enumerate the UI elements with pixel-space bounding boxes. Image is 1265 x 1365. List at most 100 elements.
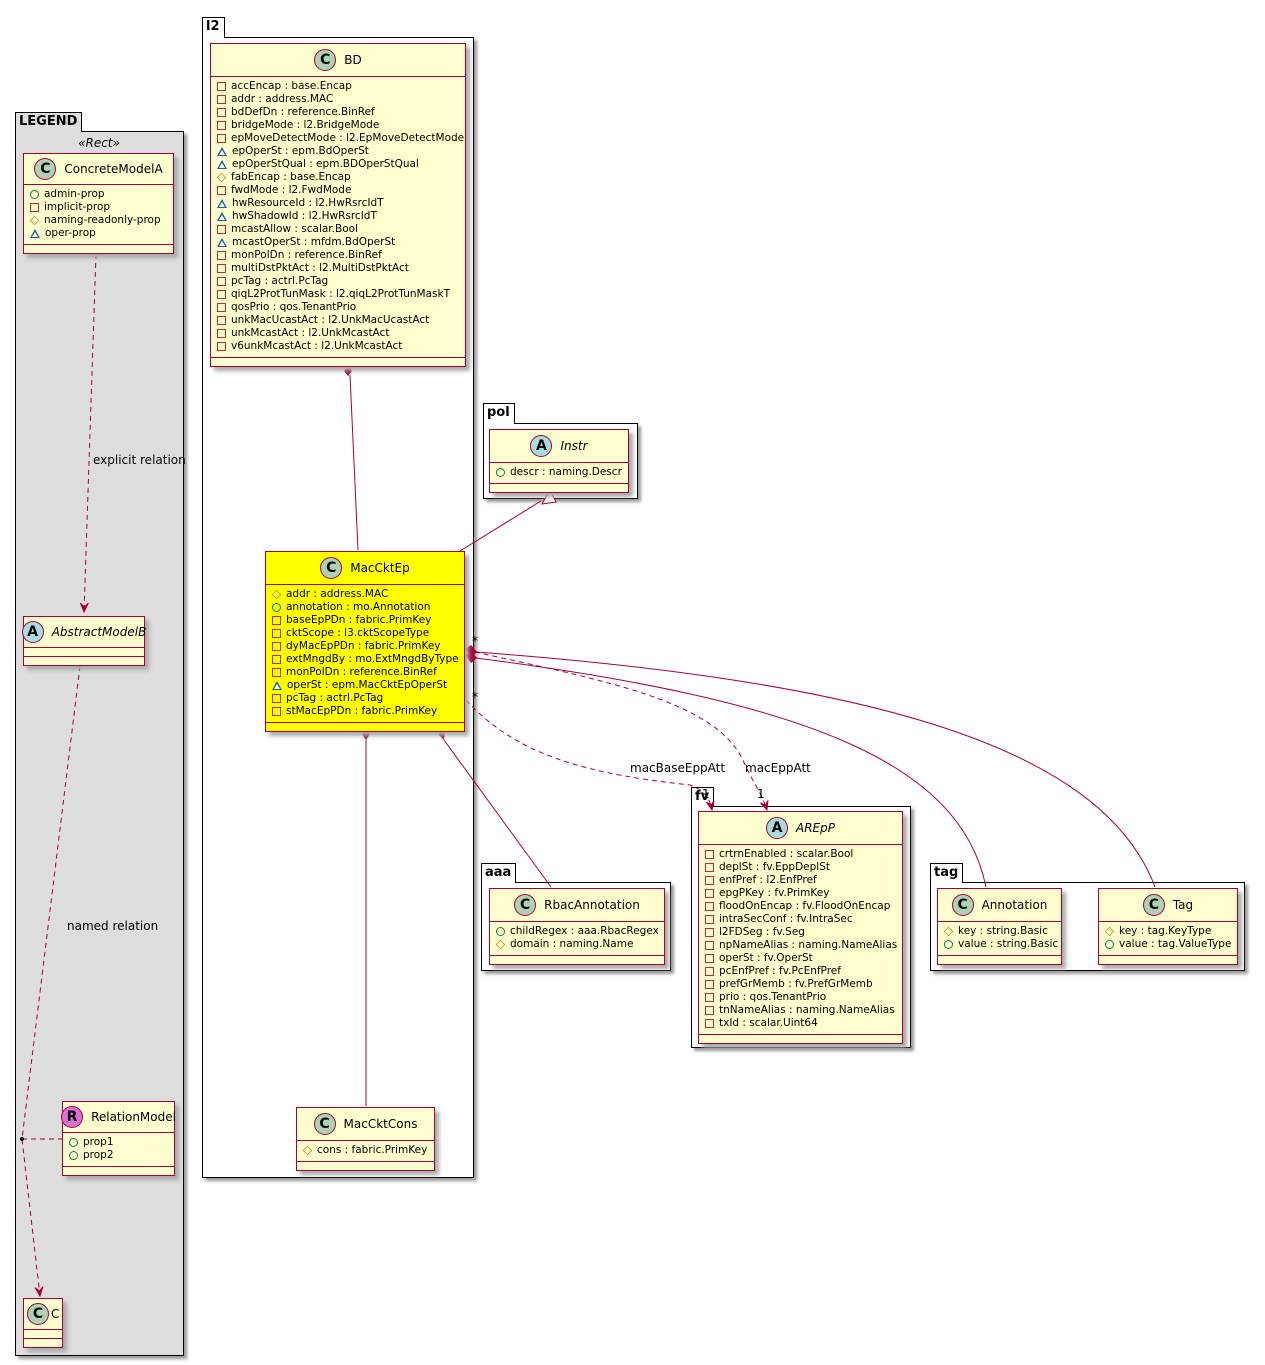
- package-pol-tab: pol: [483, 403, 515, 424]
- private-visibility-icon: [217, 303, 226, 312]
- class-attribute: v6unkMcastAct : l2.UnkMcastAct: [217, 340, 459, 353]
- class-attribute: operSt : epm.MacCktEpOperSt: [272, 679, 458, 692]
- package-l2-tab: l2: [202, 17, 225, 38]
- attribute-text: v6unkMcastAct : l2.UnkMcastAct: [231, 340, 403, 352]
- package-aaa-tab: aaa: [481, 863, 517, 883]
- class-attribute: fwdMode : l2.FwdMode: [217, 184, 459, 197]
- relation-dot: [20, 1137, 24, 1141]
- package-visibility-icon: [217, 160, 227, 169]
- attribute-text: admin-prop: [44, 188, 105, 200]
- class-attribute: epOperStQual : epm.BDOperStQual: [217, 158, 459, 171]
- class-attribute: hwShadowId : l2.HwRsrcIdT: [217, 210, 459, 223]
- class-icon: C: [34, 158, 57, 180]
- private-visibility-icon: [705, 915, 714, 924]
- class-methods: [490, 484, 628, 492]
- private-visibility-icon: [272, 707, 281, 716]
- class-name: Tag: [1172, 898, 1194, 912]
- attribute-text: epOperStQual : epm.BDOperStQual: [232, 158, 419, 170]
- attribute-text: prio : qos.TenantPrio: [719, 991, 827, 1003]
- mult-one-2: 1: [757, 787, 765, 801]
- attribute-text: fwdMode : l2.FwdMode: [231, 184, 352, 196]
- public-visibility-icon: [30, 190, 39, 199]
- class-attribute: key : string.Basic: [943, 925, 1055, 938]
- attribute-text: unkMcastAct : l2.UnkMcastAct: [231, 327, 390, 339]
- edge-instr-generalization: [459, 500, 542, 552]
- class-attribute: bridgeMode : l2.BridgeMode: [217, 119, 459, 132]
- private-visibility-icon: [272, 629, 281, 638]
- attribute-text: dyMacEpPDn : fabric.PrimKey: [286, 640, 441, 652]
- label-explicit-relation: explicit relation: [93, 453, 186, 467]
- public-visibility-icon: [69, 1138, 78, 1147]
- private-visibility-icon: [217, 108, 226, 117]
- attribute-text: mcastOperSt : mfdm.BdOperSt: [232, 236, 396, 248]
- private-visibility-icon: [705, 980, 714, 989]
- class-attribute: qosPrio : qos.TenantPrio: [217, 301, 459, 314]
- attribute-text: epOperSt : epm.BdOperSt: [232, 145, 369, 157]
- attribute-text: npNameAlias : naming.NameAlias: [719, 939, 898, 951]
- class-methods: [699, 1035, 902, 1043]
- private-visibility-icon: [217, 277, 226, 286]
- class-attribute: unkMacUcastAct : l2.UnkMacUcastAct: [217, 314, 459, 327]
- class-attributes: descr : naming.Descr: [490, 463, 628, 484]
- mult-one-1: 1: [702, 787, 710, 801]
- mult-many-1: *: [472, 634, 478, 648]
- class-attribute: epgPKey : fv.PrimKey: [705, 887, 896, 900]
- class-attribute: admin-prop: [30, 188, 167, 201]
- class-attribute: oper-prop: [30, 227, 167, 240]
- class-attribute: fabEncap : base.Encap: [216, 171, 459, 184]
- private-visibility-icon: [30, 203, 39, 212]
- class-attribute: unkMcastAct : l2.UnkMcastAct: [217, 327, 459, 340]
- attribute-text: deplSt : fv.EppDeplSt: [719, 861, 831, 873]
- class-attribute: pcEnfPref : fv.PcEnfPref: [705, 965, 896, 978]
- label-macBaseEppAtt: macBaseEppAtt: [630, 761, 726, 775]
- class-attribute: hwResourceId : l2.HwRsrcIdT: [217, 197, 459, 210]
- attribute-text: key : tag.KeyType: [1119, 925, 1212, 937]
- composition-diamond-bd: [344, 366, 352, 376]
- attribute-text: hwShadowId : l2.HwRsrcIdT: [232, 210, 377, 222]
- attribute-text: childRegex : aaa.RbacRegex: [510, 925, 659, 937]
- attribute-text: crtrnEnabled : scalar.Bool: [719, 848, 854, 860]
- attribute-text: qosPrio : qos.TenantPrio: [231, 301, 357, 313]
- class-attribute: bdDefDn : reference.BinRef: [217, 106, 459, 119]
- class-attribute: annotation : mo.Annotation: [272, 601, 458, 614]
- class-methods: [24, 1339, 62, 1347]
- attribute-text: prop2: [83, 1149, 114, 1161]
- class-attribute: stMacEpPDn : fabric.PrimKey: [272, 705, 458, 718]
- class-attribute: key : tag.KeyType: [1104, 925, 1231, 938]
- class-methods: [297, 1162, 434, 1170]
- private-visibility-icon: [217, 290, 226, 299]
- class-icon: C: [320, 557, 343, 579]
- class-methods: [211, 358, 465, 366]
- attribute-text: floodOnEncap : fv.FloodOnEncap: [719, 900, 891, 912]
- edge-explicit-relation: [84, 253, 97, 612]
- private-visibility-icon: [217, 82, 226, 91]
- class-attribute: floodOnEncap : fv.FloodOnEncap: [705, 900, 896, 913]
- attribute-text: fabEncap : base.Encap: [231, 171, 351, 183]
- attribute-text: accEncap : base.Encap: [231, 80, 352, 92]
- private-visibility-icon: [217, 342, 226, 351]
- class-icon: C: [27, 1303, 49, 1325]
- attribute-text: annotation : mo.Annotation: [286, 601, 431, 613]
- private-visibility-icon: [272, 642, 281, 651]
- private-visibility-icon: [705, 954, 714, 963]
- private-visibility-icon: [705, 1019, 714, 1028]
- class-name: Annotation: [981, 898, 1048, 912]
